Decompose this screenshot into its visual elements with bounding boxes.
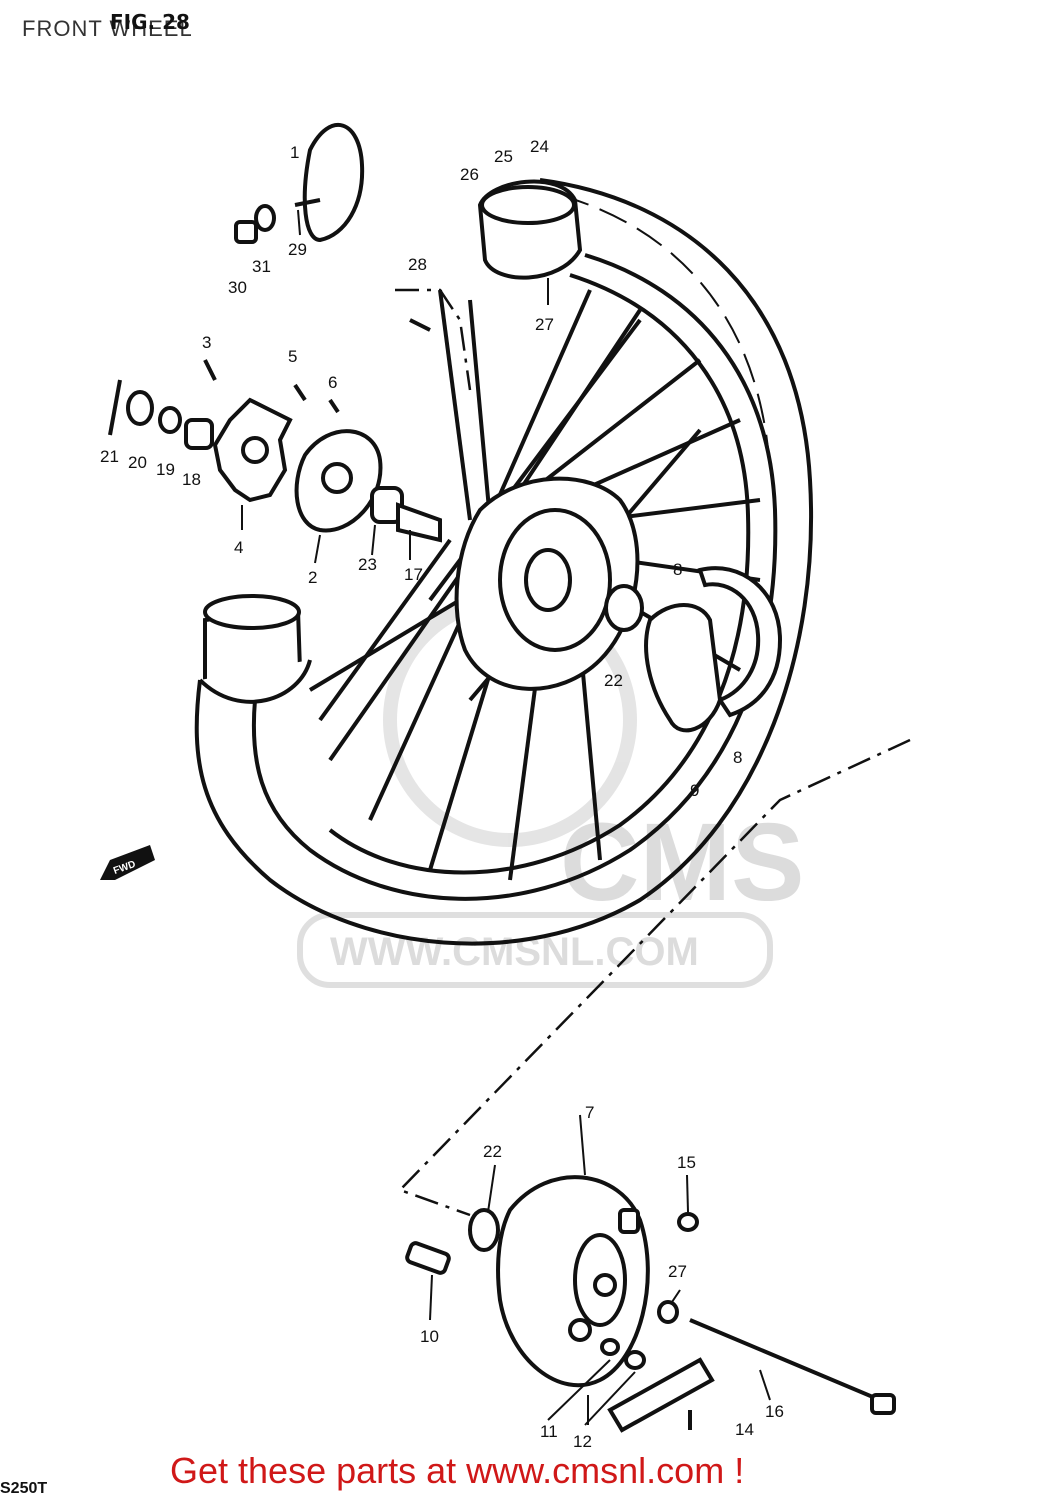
callout-22b: 22: [483, 1142, 502, 1161]
callout-7: 7: [585, 1103, 594, 1122]
callout-23: 23: [358, 555, 377, 574]
tire-cutaway: [198, 179, 583, 704]
watermark: CMS WWW.CMSNL.COM: [297, 593, 804, 988]
callout-26: 26: [460, 165, 479, 184]
callout-9: 9: [690, 781, 699, 800]
callout-12: 12: [573, 1432, 592, 1451]
callout-1: 1: [290, 143, 299, 162]
callout-27b: 27: [668, 1262, 687, 1281]
callout-3: 3: [202, 333, 211, 352]
callout-5: 5: [288, 347, 297, 366]
callout-8b: 8: [733, 748, 742, 767]
callout-25: 25: [494, 147, 513, 166]
callout-18: 18: [182, 470, 201, 489]
callout-6: 6: [328, 373, 337, 392]
exploded-parts-diagram: CMS WWW.CMSNL.COM: [100, 122, 911, 1451]
callout-27a: 27: [535, 315, 554, 334]
callout-30: 30: [228, 278, 247, 297]
callout-29: 29: [288, 240, 307, 259]
wheel-tire: [194, 178, 814, 946]
callout-4: 4: [234, 538, 243, 557]
watermark-logo: CMS: [560, 801, 804, 924]
callout-leaders: [241, 209, 771, 1426]
callout-31: 31: [252, 257, 271, 276]
wheel-hub: [454, 476, 644, 691]
callout-2: 2: [308, 568, 317, 587]
shop-link-banner[interactable]: Get these parts at www.cmsnl.com !: [170, 1450, 745, 1491]
callout-10: 10: [420, 1327, 439, 1346]
callout-11: 11: [540, 1422, 558, 1441]
callout-22a: 22: [604, 671, 623, 690]
callout-labels: 1 2 3 4 5 6 7 8 8 9 10 11 12 14 15 16 17…: [100, 137, 784, 1451]
brake-shoes: [644, 566, 783, 733]
model-code: S250T: [0, 1480, 48, 1497]
callout-24: 24: [530, 137, 549, 156]
fwd-arrow: FWD: [100, 845, 155, 880]
callout-8a: 8: [673, 560, 682, 579]
callout-20: 20: [128, 453, 147, 472]
callout-28: 28: [408, 255, 427, 274]
callout-14: 14: [735, 1420, 754, 1439]
watermark-url: WWW.CMSNL.COM: [330, 930, 699, 974]
callout-15: 15: [677, 1153, 696, 1172]
hub-hardware: [108, 318, 442, 543]
callout-21: 21: [100, 447, 119, 466]
callout-16: 16: [765, 1402, 784, 1421]
callout-19: 19: [156, 460, 175, 479]
figure-label: FIG. 28: [110, 10, 190, 34]
assembly-axis: [395, 288, 911, 1217]
page-title: FRONT WHEEL: [22, 16, 193, 41]
callout-17: 17: [404, 565, 423, 584]
brake-panel: [405, 1175, 896, 1433]
speedometer-gear: [234, 122, 365, 244]
